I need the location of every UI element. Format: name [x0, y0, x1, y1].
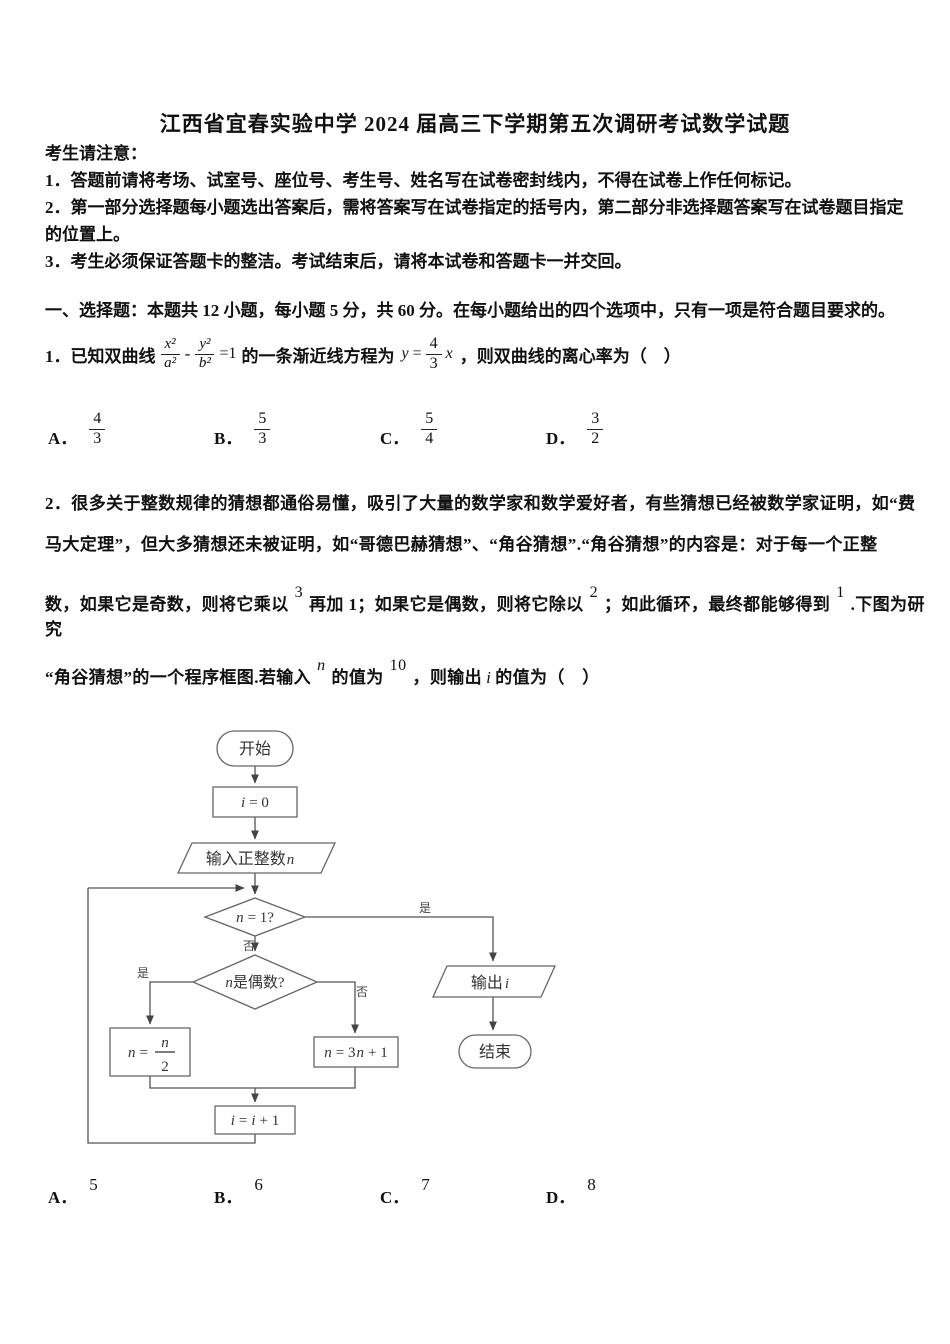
q2-sup-10: 10 — [389, 657, 407, 674]
svg-text:结束: 结束 — [479, 1043, 511, 1061]
q1-option-c-fraction: 5 4 — [421, 410, 438, 449]
q2-sup-1: 1 — [836, 584, 845, 601]
q2-option-b-value: 6 — [254, 1175, 263, 1194]
notice-line-2: 2．第一部分选择题每小题选出答案后，需将答案写在试卷指定的括号内，第二部分非选择… — [45, 198, 904, 217]
q2-option-d-value: 8 — [587, 1175, 596, 1194]
input-label: 输入正整数n — [206, 850, 295, 868]
q1-asymptote-fraction: 4 3 — [425, 335, 442, 374]
decision-2-label: n是偶数? — [225, 974, 285, 991]
output-node — [431, 965, 557, 998]
q1-mid-text: 的一条渐近线方程为 — [241, 346, 395, 366]
q2-option-d: D． 8 — [546, 1175, 596, 1207]
q1-option-d: D． 3 2 — [546, 410, 604, 449]
connector-d1-yes-output — [305, 916, 497, 962]
exam-title: 江西省宜春实验中学 2024 届高三下学期第五次调研考试数学试题 — [159, 112, 791, 136]
q2-line-1: 2．很多关于整数规律的猜想都通俗易懂，吸引了大量的数学家和数学爱好者，有些猜想已… — [45, 494, 916, 513]
init-node — [212, 786, 298, 818]
q2-option-a-value: 5 — [89, 1175, 98, 1194]
q2-var-i: i — [486, 668, 492, 687]
svg-text:开始: 开始 — [239, 740, 271, 758]
half-label-lhs: n= — [128, 1045, 148, 1061]
collatz-flowchart: 开始 i= 0 输入正整数n n= 1? 否 是 n是偶数? 是 否 n= n … — [87, 730, 557, 1144]
q2-line-2: 马大定理”，但大多猜想还未被证明，如“哥德巴赫猜想”、“角谷猜想”.“角谷猜想”… — [45, 535, 878, 554]
q1-suffix: ，则双曲线的离心率为（ ） — [459, 346, 681, 366]
input-node — [176, 842, 337, 874]
triple-label: n= 3n+ 1 — [324, 1045, 387, 1061]
end-node — [458, 1034, 532, 1069]
q1-fraction-x2a2: x² a² — [160, 336, 180, 373]
q2-option-c: C． 7 — [380, 1175, 430, 1207]
increment-label: i=i+ 1 — [231, 1113, 280, 1129]
q1-option-d-fraction: 3 2 — [587, 410, 604, 449]
connector-loop-back — [87, 888, 256, 1144]
yes-label-d2: 是 — [137, 966, 149, 980]
q1-asymptote-equation: y = 4 3 x — [401, 334, 453, 374]
q2-option-b: B． 6 — [214, 1175, 263, 1207]
half-node — [109, 1027, 191, 1077]
decision-1-label: n= 1? — [236, 910, 274, 926]
q2-option-a: A． 5 — [48, 1175, 98, 1207]
decision-n-equals-1 — [203, 897, 307, 937]
q1-fraction-y2b2: y² b² — [195, 336, 215, 373]
section-heading: 一、选择题：本题共 12 小题，每小题 5 分，共 60 分。在每小题给出的四个… — [45, 301, 895, 320]
half-fraction-numerator: n — [161, 1035, 169, 1051]
increment-node — [214, 1105, 296, 1135]
q1-minus-sign: - — [184, 344, 191, 363]
half-fraction-denominator: 2 — [161, 1059, 169, 1075]
q2-line-3: 数，如果它是奇数，则将它乘以3再加 1；如果它是偶数，则将它除以2；如此循环，最… — [45, 584, 925, 639]
q1-prefix: 1．已知双曲线 — [45, 346, 156, 366]
start-node — [216, 730, 294, 767]
q1-option-a-fraction: 4 3 — [89, 410, 106, 449]
yes-label-d1: 是 — [419, 901, 431, 915]
no-label-d2: 否 — [356, 985, 368, 999]
q1-option-a: A． 4 3 — [48, 410, 106, 449]
notice-block: 考生请注意： 1．答题前请将考场、试室号、座位号、考生号、姓名写在试卷密封线内，… — [45, 140, 913, 275]
question-1: 1．已知双曲线 x² a² - y² b² =1 的一条渐近线方程为 y = 4… — [45, 325, 686, 383]
q1-option-c: C． 5 4 — [380, 410, 438, 449]
q2-option-c-value: 7 — [421, 1175, 430, 1194]
no-label-d1: 否 — [243, 939, 255, 953]
connector-d2-yes-half — [146, 981, 193, 1025]
connector-merge — [149, 1067, 356, 1089]
init-label: i= 0 — [241, 795, 269, 811]
q1-equals-one: =1 — [219, 345, 237, 362]
connector-d2-no-triple — [317, 981, 359, 1034]
q2-sup-2: 2 — [589, 584, 598, 601]
q2-sup-3: 3 — [294, 584, 304, 601]
notice-line-3: 3．考生必须保证答题卡的整洁。考试结束后，请将本试卷和答题卡一并交回。 — [45, 252, 632, 271]
notice-heading: 考生请注意： — [45, 144, 147, 163]
notice-line-1: 1．答题前请将考场、试室号、座位号、考生号、姓名写在试卷密封线内，不得在试卷上作… — [45, 171, 802, 190]
triple-node — [313, 1036, 399, 1068]
notice-line-2b: 的位置上。 — [45, 225, 130, 244]
q2-sup-n: n — [317, 657, 326, 674]
q1-option-b-fraction: 5 3 — [254, 410, 271, 449]
decision-n-even — [191, 954, 319, 1010]
q1-option-b: B． 5 3 — [214, 410, 271, 449]
